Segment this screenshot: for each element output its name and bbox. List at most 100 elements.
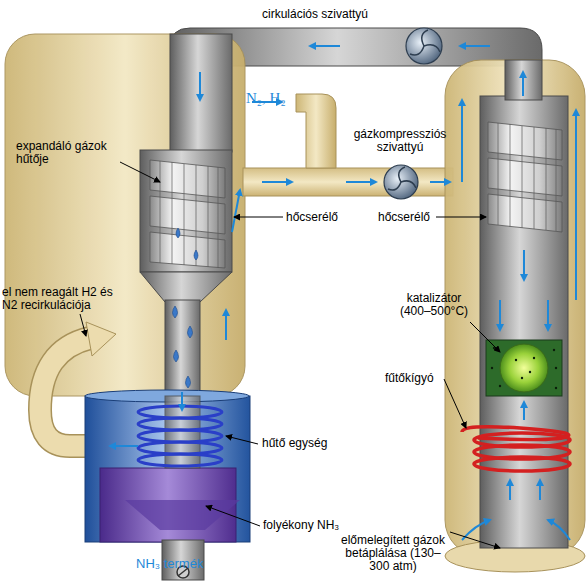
ammonia-droplets	[186, 376, 191, 388]
right-heat-exchanger	[488, 122, 562, 232]
cooling-unit	[138, 442, 222, 454]
left-heat-exchanger	[140, 272, 232, 302]
flow-arrows	[575, 110, 577, 300]
flow-arrows	[310, 45, 340, 47]
circulation-pump	[410, 30, 440, 55]
part-label: hőcserélő	[286, 211, 356, 224]
flow-arrows	[460, 45, 490, 47]
flow-arrows	[523, 402, 525, 420]
ammonia-droplets	[194, 250, 198, 260]
cooling-unit	[125, 500, 240, 530]
catalyst-bed	[529, 371, 531, 373]
catalyst-bed	[533, 357, 535, 359]
recirculation-arrow	[86, 322, 116, 356]
left-heat-exchanger	[140, 150, 232, 400]
right-heat-exchanger	[556, 129, 557, 231]
catalyst-bed	[553, 349, 555, 351]
feed-pipe	[243, 168, 453, 196]
left-heat-exchanger	[150, 160, 225, 268]
flow-arrows	[461, 100, 463, 182]
catalyst-bed	[499, 385, 501, 387]
reactor-shell	[505, 60, 542, 100]
ammonia-droplets	[173, 306, 178, 318]
right-heat-exchanger	[488, 158, 562, 196]
feed-pipe	[296, 94, 336, 168]
cooling-unit	[85, 390, 250, 542]
flow-arrows	[548, 520, 570, 540]
catalyst-bed	[486, 340, 562, 396]
leader-lines	[120, 162, 160, 182]
left-heat-exchanger	[150, 196, 225, 234]
flow-arrows	[539, 480, 541, 500]
flow-arrows	[346, 181, 376, 183]
right-heat-exchanger	[498, 123, 556, 231]
cooling-unit	[138, 406, 222, 418]
heating-coil	[474, 457, 570, 471]
part-label: expandáló gázok hűtője	[16, 140, 126, 166]
left-heat-exchanger	[165, 300, 200, 400]
left-heat-exchanger	[160, 161, 161, 263]
leader-lines	[436, 217, 486, 218]
right-heat-exchanger	[488, 122, 562, 160]
leader-lines	[226, 436, 258, 444]
right-heat-exchanger	[498, 123, 499, 225]
pump-label: cirkulációs szivattyú	[262, 8, 422, 21]
catalyst-bed	[515, 359, 517, 361]
cooling-unit	[138, 454, 222, 466]
ammonia-droplets	[174, 350, 179, 362]
leader-lines	[234, 217, 283, 218]
compression-pump	[384, 165, 418, 199]
product-label: folyékony NH₃	[263, 519, 373, 532]
catalyst-bed	[491, 347, 557, 389]
left-column-shell	[5, 34, 245, 396]
catalyst-bed	[555, 367, 557, 369]
heating-coil	[462, 427, 570, 471]
pump-label: gázkompressziós szivattyú	[345, 128, 455, 154]
left-heat-exchanger	[160, 161, 218, 268]
left-column-shell	[5, 34, 245, 396]
part-label: hűtő egység	[262, 437, 352, 450]
left-heat-exchanger	[208, 166, 209, 267]
left-column-shell	[170, 34, 232, 152]
flow-arrows	[225, 310, 227, 340]
flow-arrows	[523, 250, 525, 280]
compression-pump	[388, 167, 416, 190]
left-heat-exchanger	[172, 162, 173, 264]
leader-lines	[80, 162, 500, 548]
product-label: NH₃ termék	[136, 557, 246, 571]
leader-lines	[444, 379, 466, 428]
ammonia-droplets	[176, 228, 180, 238]
flow-arrows	[522, 72, 524, 96]
left-heat-exchanger	[150, 160, 225, 198]
catalyst-label: katalizátor (400–500°C)	[392, 292, 476, 318]
right-heat-exchanger	[488, 122, 562, 232]
catalyst-bed	[491, 367, 493, 369]
feed-gas-label: N₂, H₂	[246, 90, 306, 106]
right-heat-exchanger	[522, 126, 523, 228]
leader-lines	[80, 314, 86, 336]
leader-lines	[206, 506, 260, 526]
leader-lines	[450, 532, 500, 548]
compression-pump	[384, 165, 418, 199]
catalyst-bed	[555, 387, 557, 389]
circulation-pump	[406, 28, 442, 64]
circulation-pump	[406, 28, 442, 64]
flow-arrows	[499, 300, 501, 330]
cooling-unit	[85, 396, 250, 542]
flow-arrows	[430, 181, 450, 183]
cooling-unit	[138, 406, 222, 466]
flow-arrows	[181, 392, 183, 410]
part-label: hőcserélő	[378, 211, 448, 224]
catalyst-bed	[486, 340, 562, 396]
right-heat-exchanger	[534, 127, 535, 229]
leader-lines	[470, 322, 500, 352]
left-heat-exchanger	[218, 167, 219, 268]
feed-label: előmelegített gázok betáplálása (130–300…	[340, 534, 446, 573]
flow-arrows	[110, 46, 576, 540]
catalyst-bed	[500, 344, 548, 392]
left-heat-exchanger	[184, 164, 185, 265]
cooling-unit	[138, 418, 222, 430]
catalyst-bed	[521, 377, 523, 379]
flow-arrows	[262, 181, 292, 183]
